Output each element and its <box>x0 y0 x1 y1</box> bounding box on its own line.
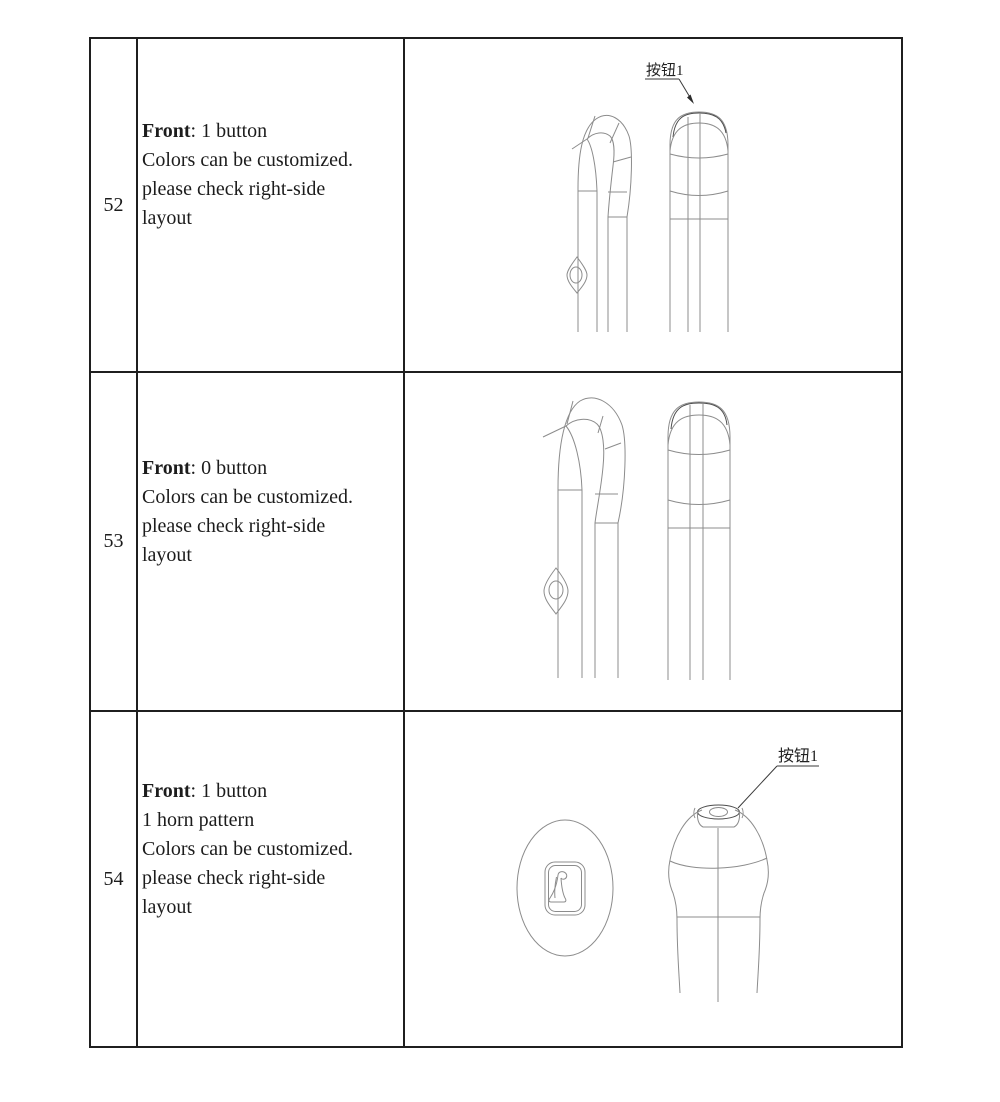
description-line: Front: 1 button <box>142 777 401 806</box>
technical-drawing-row54: 按钮1 <box>516 747 819 1002</box>
description-line: Front: 1 button <box>142 117 401 146</box>
handle-side-view <box>566 114 632 332</box>
drawing-cell: 按钮1 <box>405 39 901 373</box>
description-line: layout <box>142 543 192 566</box>
description-block: Front: 1 button Colors can be customized… <box>142 117 401 233</box>
description-line: layout <box>142 895 192 918</box>
row-number-cell: 52 <box>91 39 138 373</box>
front-value: : 1 button <box>190 779 268 802</box>
description-line: Colors can be customized. <box>142 149 354 171</box>
button-callout: 按钮1 <box>645 62 694 104</box>
knob-top-view <box>516 819 614 957</box>
description-line: 1 horn pattern <box>142 808 255 831</box>
description-line: layout <box>142 207 192 229</box>
knob-front-view <box>668 804 769 1002</box>
button-callout: 按钮1 <box>737 747 819 809</box>
description-line: please check right-side <box>142 866 326 889</box>
description-block: Front: 1 button 1 horn pattern Colors ca… <box>142 777 401 922</box>
description-cell: Front: 1 button 1 horn pattern Colors ca… <box>138 712 405 1046</box>
row-number: 54 <box>103 867 124 890</box>
description-cell: Front: 1 button Colors can be customized… <box>138 39 405 373</box>
button-annotation: 按钮1 <box>646 62 684 79</box>
grip-notch <box>543 567 569 615</box>
handle-side-view <box>542 397 626 678</box>
row-number: 52 <box>103 193 124 216</box>
drawing-cell: 按钮1 <box>405 712 901 1046</box>
description-line: please check right-side <box>142 178 326 200</box>
front-label: Front <box>142 779 191 802</box>
description-line: Colors can be customized. <box>142 837 354 860</box>
front-label: Front <box>142 120 191 142</box>
row-number-cell: 53 <box>91 373 138 712</box>
row-number: 53 <box>103 530 124 552</box>
product-spec-table: 52 Front: 1 button Colors can be customi… <box>89 37 903 1048</box>
grip-notch <box>566 256 588 294</box>
technical-drawing-row53 <box>542 397 731 680</box>
button-annotation: 按钮1 <box>778 747 818 765</box>
front-value: : 1 button <box>190 120 268 142</box>
row-number-cell: 54 <box>91 712 138 1046</box>
drawing-cell <box>405 373 901 712</box>
top-button <box>693 804 744 828</box>
handle-front-view <box>669 111 729 332</box>
description-line: Front: 0 button <box>142 454 401 483</box>
front-label: Front <box>142 456 191 479</box>
description-cell: Front: 0 button Colors can be customized… <box>138 373 405 712</box>
technical-drawing-row52: 按钮1 <box>566 62 729 332</box>
description-block: Front: 0 button Colors can be customized… <box>142 454 401 570</box>
description-line: please check right-side <box>142 514 326 537</box>
callout-arrowhead <box>687 94 694 104</box>
front-value: : 0 button <box>190 456 268 479</box>
description-line: Colors can be customized. <box>142 485 354 508</box>
horn-icon <box>548 871 568 903</box>
handle-front-view <box>667 401 731 680</box>
